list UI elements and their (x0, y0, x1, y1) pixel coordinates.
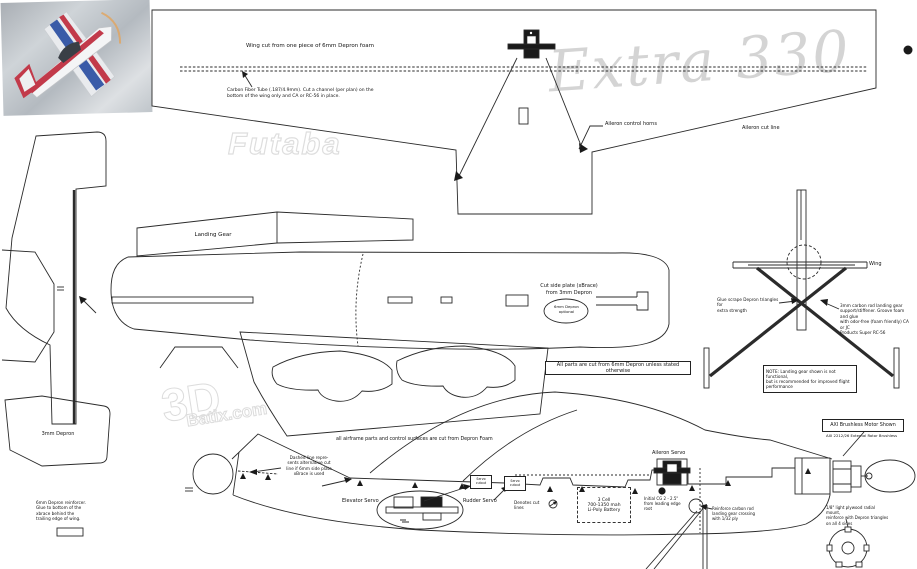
gear-note-box: NOTE: Landing gear shown is not function… (763, 365, 857, 393)
aileron-cut-label: Aileron cut line (742, 125, 780, 131)
elevator-servo-label: Elevator Servo (342, 498, 379, 504)
gear-rod-note: 3mm carbon rod landing gear support/stif… (840, 303, 909, 336)
cut-lines-legend: Denotes cut lines (514, 500, 540, 511)
aileron-horns-label: Aileron control horns (605, 121, 657, 127)
carbon-tube-note: Carbon Fiber Tube (.187/4.9mm). Cut a ch… (227, 88, 374, 99)
fuselage-side-view (185, 391, 833, 536)
futaba-watermark: Futaba (227, 125, 342, 161)
gear-wing-label: Wing (869, 261, 882, 267)
wing-one-piece-note: Wing cut from one piece of 6mm Depron fo… (246, 43, 374, 49)
motor-title-box: AXI Brushless Motor Shown (822, 419, 904, 432)
model-photo-plane (14, 11, 122, 99)
servo-cutout-box-1: Servo cutout (470, 475, 492, 489)
rudder-servo-label: Rudder Servo (463, 498, 497, 504)
fin-outline (5, 131, 107, 425)
gear-triangles-note: Glue scrape Depron triangles for extra s… (717, 297, 779, 313)
cg-marker (658, 487, 666, 495)
main-gear-on-plan (645, 468, 713, 569)
alignment-ticks (240, 468, 811, 494)
stab-tip-outline (1, 249, 55, 363)
wing-outline (151, 9, 877, 215)
aileron-pushrod-lines (454, 57, 588, 181)
gear-assembly-drawing (703, 189, 900, 389)
alt-cut-note-arrows (249, 467, 352, 487)
reinforcer-strip (56, 527, 84, 537)
optional-depron-note: 6mm Depron optional (554, 304, 579, 314)
canopy-part-outline (159, 346, 239, 369)
aileron-horns-leader (578, 125, 603, 150)
reinforcer-note: 6mm Depron reinforcer. Glue to bottom of… (36, 500, 87, 522)
landing-gear-part-outline (136, 211, 414, 257)
cut-line-symbol (548, 499, 558, 509)
rudder-part-outline (4, 395, 111, 467)
side-plate-note: Cut side plate (xBrace) from 3mm Depron (540, 283, 598, 296)
elevator-servo-drawing (376, 484, 508, 530)
model-photo (0, 0, 153, 116)
battery-box: 3 Cell 700-1350 mah Li-Poly Battery (577, 487, 631, 523)
registration-dot (903, 45, 913, 55)
cg-note: Initial CG 2 - 2.5" from leading edge ro… (644, 496, 681, 512)
carbon-tube-channel-line (180, 66, 868, 72)
motor-drawing (794, 431, 916, 495)
general-note-box: All parts are cut from 6mm Depron unless… (545, 361, 691, 375)
airframe-note: all airframe parts and control surfaces … (336, 437, 493, 442)
spar-strip (111, 296, 254, 304)
landing-gear-part-label: Landing Gear (194, 232, 232, 238)
aileron-servo-drawing (653, 458, 691, 486)
motor-mount-note: 1/8" light plywood radial mount, reinfor… (826, 505, 889, 526)
fin-material-label: 3mm Depron (41, 431, 75, 437)
firewall-drawing (826, 518, 870, 568)
carbon-note-leader (242, 71, 253, 88)
gear-reinforce-note: Reinforce carbon rod landing gear crossi… (712, 506, 756, 522)
aileron-servo-label: Aileron Servo (652, 450, 686, 456)
wing-servo-icon (507, 29, 556, 59)
alt-cut-note: Dashed line repre- sents alternative cut… (286, 455, 332, 477)
servo-cutout-box-2: Servo cutout (504, 476, 526, 491)
motor-subtitle: AXI 2212/26 External Rotor Brushless (826, 433, 898, 438)
fuselage-top-view (110, 251, 670, 350)
wheel-pant-parts (239, 331, 549, 437)
